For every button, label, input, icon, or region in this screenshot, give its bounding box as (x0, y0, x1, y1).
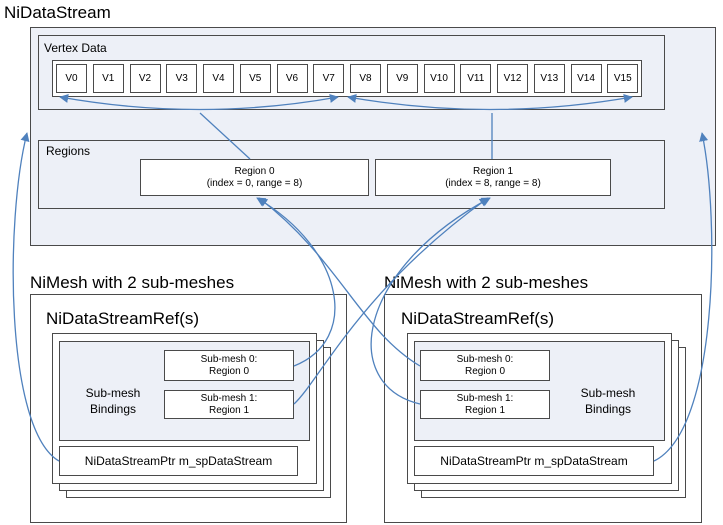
mesh-1-submesh-0-line2: Region 0 (208, 365, 250, 377)
mesh-2-submesh-1-line2: Region 1 (464, 404, 506, 416)
vertex-cell: V14 (570, 64, 602, 93)
mesh-2-submesh-1-line1: Sub-mesh 1: (456, 392, 514, 404)
mesh-2-ref-title: NiDataStreamRef(s) (401, 309, 555, 328)
vertex-cell: V10 (423, 64, 455, 93)
vertex-cell: V1 (92, 64, 124, 93)
vertex-cell: V8 (350, 64, 381, 93)
vertex-cell: V11 (460, 64, 492, 93)
vertex-cell: V9 (386, 64, 418, 93)
mesh-1-bindings-line1: Sub-mesh (85, 386, 141, 400)
mesh-1-submesh-1: Sub-mesh 1: Region 1 (164, 390, 294, 419)
region-0-box: Region 0 (index = 0, range = 8) (140, 159, 369, 196)
vertex-cell: V6 (276, 64, 308, 93)
region-1-name: Region 1 (472, 165, 514, 177)
vertex-cell: V7 (313, 64, 345, 93)
vertex-cell: V13 (533, 64, 565, 93)
mesh-1-submesh-0-line1: Sub-mesh 0: (200, 353, 258, 365)
mesh-1-submesh-0: Sub-mesh 0: Region 0 (164, 350, 294, 381)
mesh-2-submesh-0: Sub-mesh 0: Region 0 (420, 350, 550, 381)
mesh-1-ref-title: NiDataStreamRef(s) (46, 309, 200, 328)
mesh-1-title: NiMesh with 2 sub-meshes (30, 273, 235, 292)
vertex-cell: V15 (607, 64, 639, 93)
mesh-2-bindings-line2: Bindings (584, 402, 632, 416)
vertex-data-title: Vertex Data (44, 41, 107, 55)
vertex-cell: V4 (203, 64, 234, 93)
regions-title: Regions (46, 144, 91, 158)
region-0-detail: (index = 0, range = 8) (206, 177, 303, 189)
region-1-box: Region 1 (index = 8, range = 8) (375, 159, 611, 196)
mesh-1-ptr-box: NiDataStreamPtr m_spDataStream (59, 446, 298, 476)
mesh-2-submesh-0-line1: Sub-mesh 0: (456, 353, 514, 365)
vertex-cell: V5 (239, 64, 271, 93)
vertex-cell: V12 (497, 64, 528, 93)
vertex-cell: V3 (166, 64, 198, 93)
datastream-title: NiDataStream (4, 3, 111, 22)
region-1-detail: (index = 8, range = 8) (445, 177, 541, 189)
vertex-cell: V2 (129, 64, 161, 93)
mesh-2-bindings-line1: Sub-mesh (580, 386, 636, 400)
mesh-2-submesh-0-line2: Region 0 (464, 365, 506, 377)
region-0-name: Region 0 (234, 165, 275, 177)
mesh-2-ptr-box: NiDataStreamPtr m_spDataStream (414, 446, 654, 476)
mesh-1-bindings-line2: Bindings (89, 402, 137, 416)
mesh-2-bindings-label: Sub-mesh Bindings (567, 385, 649, 417)
mesh-1-bindings-label: Sub-mesh Bindings (72, 385, 154, 417)
vertex-cell: V0 (56, 64, 87, 93)
mesh-2-title: NiMesh with 2 sub-meshes (384, 273, 589, 292)
mesh-1-submesh-1-line2: Region 1 (208, 404, 250, 416)
mesh-1-submesh-1-line1: Sub-mesh 1: (200, 392, 258, 404)
mesh-2-submesh-1: Sub-mesh 1: Region 1 (420, 390, 550, 419)
